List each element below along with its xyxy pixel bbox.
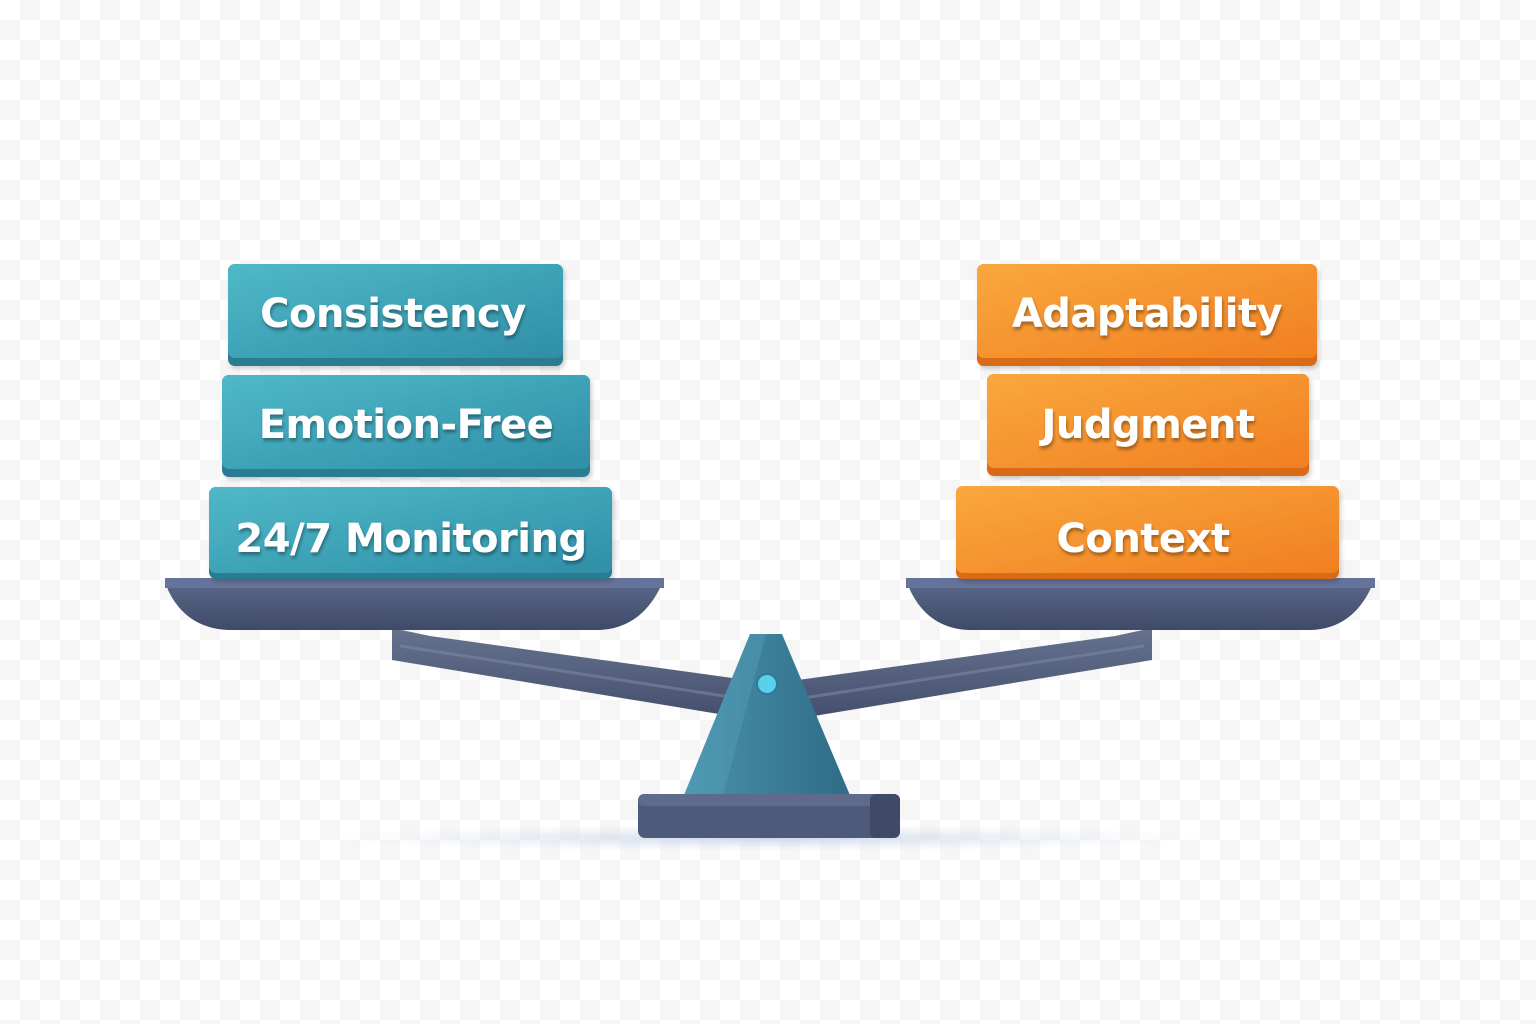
scale-beam bbox=[392, 628, 1152, 720]
left-block-emotion-free: Emotion-Free bbox=[222, 375, 590, 477]
right-block-context: Context bbox=[956, 486, 1339, 579]
right-block-label: Adaptability bbox=[1012, 291, 1283, 337]
left-pan bbox=[165, 578, 664, 630]
left-block-label: Consistency bbox=[260, 291, 526, 337]
scale-base bbox=[638, 794, 900, 838]
left-block-monitoring: 24/7 Monitoring bbox=[209, 487, 612, 579]
left-block-label: 24/7 Monitoring bbox=[235, 516, 586, 562]
right-block-stack: Adaptability Judgment Context bbox=[956, 264, 1339, 579]
left-block-consistency: Consistency bbox=[228, 264, 563, 366]
right-block-label: Context bbox=[1057, 516, 1230, 562]
right-block-label: Judgment bbox=[1038, 402, 1254, 448]
right-block-adaptability: Adaptability bbox=[977, 264, 1317, 366]
left-block-label: Emotion-Free bbox=[259, 402, 554, 448]
scale-pivot bbox=[682, 634, 852, 800]
pivot-dot bbox=[756, 673, 778, 695]
right-block-judgment: Judgment bbox=[987, 374, 1309, 476]
right-pan bbox=[906, 578, 1375, 630]
left-block-stack: Consistency Emotion-Free 24/7 Monitoring bbox=[209, 264, 612, 579]
